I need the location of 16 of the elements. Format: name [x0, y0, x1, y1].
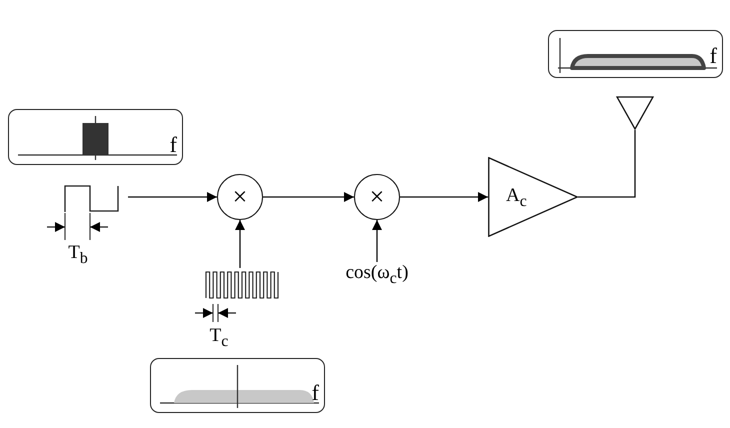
- connector-line: [578, 130, 636, 198]
- dimension-label: T$_{b}$: [67, 242, 89, 269]
- carrier-label: cos(ω$_{c}$t): [327, 262, 427, 286]
- dimension-label: T$_{c}$: [208, 325, 230, 352]
- arrow: [400, 192, 488, 202]
- axis-label: f: [710, 45, 717, 67]
- axis-label: f: [312, 382, 319, 404]
- arrow: [128, 192, 217, 202]
- arrow: [372, 220, 382, 262]
- antenna-symbol: [616, 96, 654, 130]
- arrow: [263, 192, 354, 202]
- multiplier-circle: ×: [217, 174, 263, 220]
- amplifier-triangle: A$_{c}$: [488, 157, 578, 237]
- axis-label: f: [170, 134, 177, 156]
- multiplier-circle: ×: [354, 174, 400, 220]
- arrow: [235, 220, 245, 268]
